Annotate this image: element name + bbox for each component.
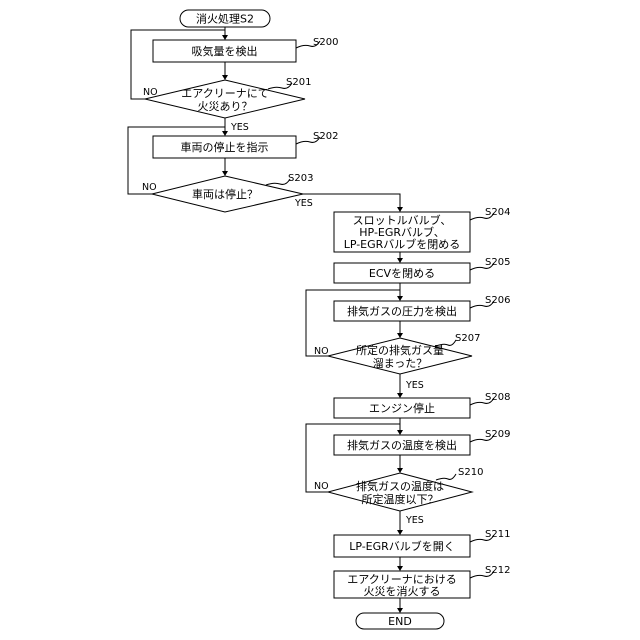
s207-line1: 所定の排気ガス量: [356, 343, 444, 357]
arrow: [397, 468, 403, 473]
s207-id: S207: [455, 333, 480, 344]
arrow: [222, 35, 228, 40]
s209-id: S209: [485, 429, 510, 440]
s206-text: 排気ガスの圧力を検出: [347, 304, 457, 318]
arrow: [397, 530, 403, 535]
arrow: [222, 171, 228, 176]
s201-yes-label: YES: [230, 122, 249, 133]
s205-id: S205: [485, 257, 510, 268]
s205-text: ECVを閉める: [369, 267, 435, 280]
s212-line2: 火災を消火する: [364, 584, 441, 598]
s210-no-label: NO: [314, 481, 329, 492]
s201-line2: 火災あり？: [198, 100, 253, 113]
arrow: [397, 333, 403, 338]
s203-id: S203: [288, 173, 313, 184]
s201-no-label: NO: [143, 87, 158, 98]
arrow: [397, 296, 403, 301]
s210-id: S210: [458, 467, 483, 478]
s211-text: LP-EGRバルブを開く: [349, 539, 455, 553]
s202-id: S202: [313, 131, 338, 142]
arrow: [397, 566, 403, 571]
s203-text: 車両は停止？: [192, 187, 258, 201]
s208-id: S208: [485, 392, 510, 403]
end-label: END: [388, 615, 412, 628]
s210-yes-label: YES: [405, 515, 424, 526]
arrow: [397, 207, 403, 212]
s204-id: S204: [485, 207, 510, 218]
s207-no-label: NO: [314, 346, 329, 357]
arrow: [222, 75, 228, 80]
start-label: 消火処理S2: [196, 12, 254, 26]
s200-text: 吸気量を検出: [192, 44, 258, 58]
s207-yes-label: YES: [405, 380, 424, 391]
s204-line3: LP-EGRバルブを閉める: [344, 237, 461, 251]
s204-line2: HP-EGRバルブ、: [359, 225, 444, 239]
leader-s203: [266, 179, 290, 185]
s209-text: 排気ガスの温度を検出: [347, 438, 457, 452]
arrow: [397, 258, 403, 263]
arrow: [397, 430, 403, 435]
s211-id: S211: [485, 529, 510, 540]
s208-text: エンジン停止: [369, 401, 435, 415]
s206-id: S206: [485, 295, 510, 306]
s201-line1: エアクリーナにて: [181, 87, 268, 100]
s204-line1: スロットルバルブ、: [353, 213, 452, 227]
s210-line1: 排気ガスの温度は: [356, 479, 444, 493]
s203-no-label: NO: [142, 182, 157, 193]
s207-line2: 溜まった？: [373, 356, 428, 370]
s201-id: S201: [286, 77, 311, 88]
arrow: [222, 131, 228, 136]
s202-text: 車両の停止を指示: [181, 140, 269, 154]
s200-id: S200: [313, 37, 338, 48]
connector-yes-s203: [303, 194, 400, 209]
leader-s207: [436, 340, 456, 346]
arrow: [397, 608, 403, 613]
arrow: [397, 393, 403, 398]
leader-s210: [436, 474, 456, 480]
s203-yes-label: YES: [294, 198, 313, 209]
s212-id: S212: [485, 565, 510, 576]
s210-line2: 所定温度以下？: [362, 492, 439, 506]
